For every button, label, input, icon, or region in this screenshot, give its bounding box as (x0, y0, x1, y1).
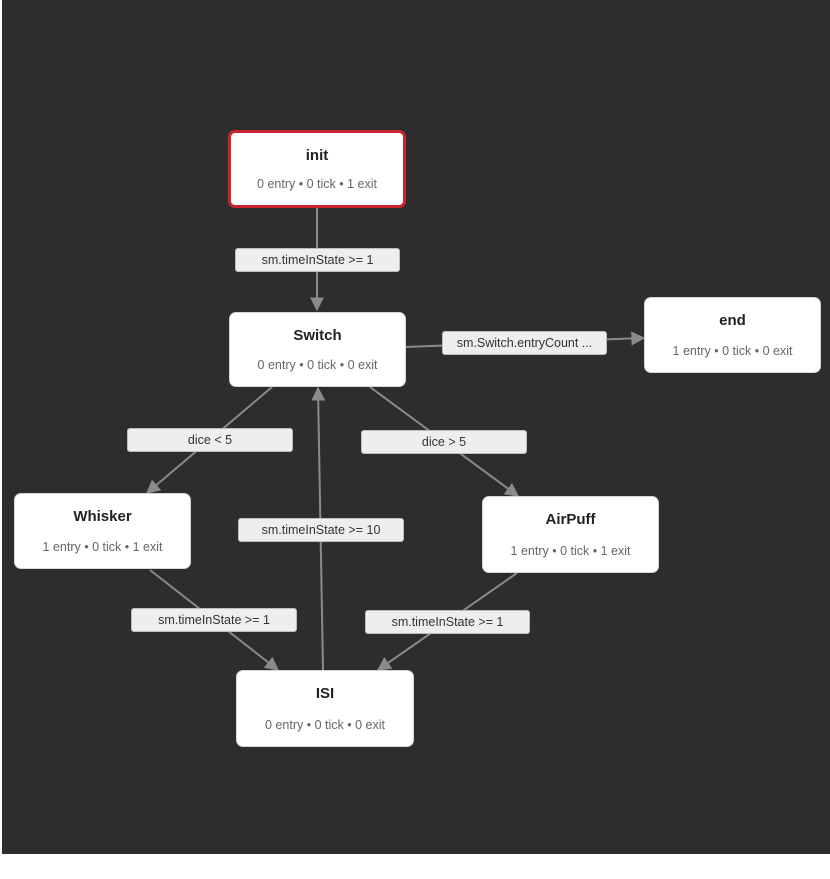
transition-label-whisker-isi[interactable]: sm.timeInState >= 1 (131, 608, 297, 632)
state-node-airpuff[interactable]: AirPuff 1 entry • 0 tick • 1 exit (482, 496, 659, 573)
state-title: end (719, 312, 746, 329)
state-node-whisker[interactable]: Whisker 1 entry • 0 tick • 1 exit (14, 493, 191, 569)
state-title: init (305, 147, 329, 164)
state-node-end[interactable]: end 1 entry • 0 tick • 0 exit (644, 297, 821, 373)
state-stats: 0 entry • 0 tick • 0 exit (257, 358, 378, 372)
transition-label-airpuff-isi[interactable]: sm.timeInState >= 1 (365, 610, 530, 634)
state-title: Switch (293, 327, 342, 344)
state-stats: 0 entry • 0 tick • 0 exit (265, 718, 385, 732)
state-stats: 1 entry • 0 tick • 1 exit (42, 540, 163, 554)
state-title: Whisker (73, 508, 132, 525)
transition-label-switch-end[interactable]: sm.Switch.entryCount ... (442, 331, 607, 355)
state-title: ISI (315, 685, 335, 702)
state-stats: 1 entry • 0 tick • 1 exit (510, 544, 631, 558)
state-node-init[interactable]: init 0 entry • 0 tick • 1 exit (228, 130, 406, 208)
transition-label-switch-whisker[interactable]: dice < 5 (127, 428, 293, 452)
transition-label-isi-switch[interactable]: sm.timeInState >= 10 (238, 518, 404, 542)
state-title: AirPuff (545, 511, 596, 528)
state-stats: 1 entry • 0 tick • 0 exit (672, 344, 793, 358)
state-node-switch[interactable]: Switch 0 entry • 0 tick • 0 exit (229, 312, 406, 387)
diagram-canvas (2, 0, 830, 854)
state-node-isi[interactable]: ISI 0 entry • 0 tick • 0 exit (236, 670, 414, 747)
transition-label-init-switch[interactable]: sm.timeInState >= 1 (235, 248, 400, 272)
transition-label-switch-airpuff[interactable]: dice > 5 (361, 430, 527, 454)
state-stats: 0 entry • 0 tick • 1 exit (257, 177, 377, 191)
